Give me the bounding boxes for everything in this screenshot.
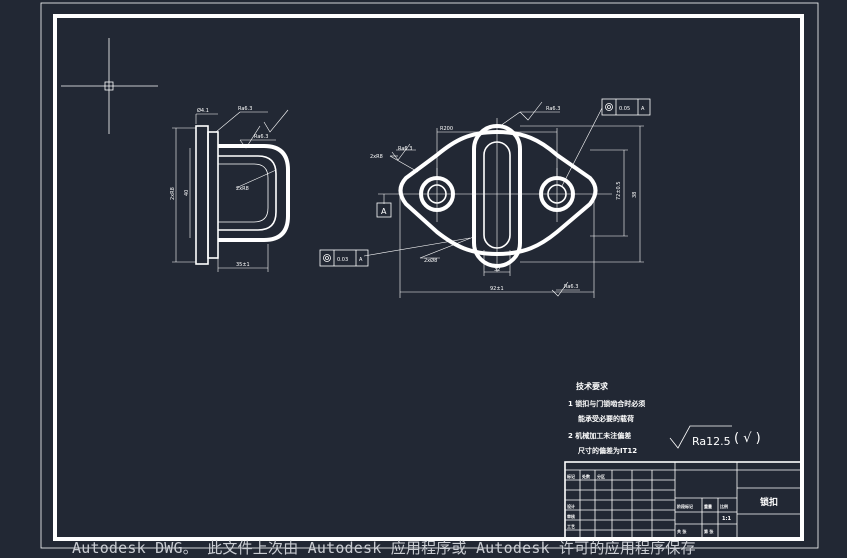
roughness-symbol-icon	[669, 425, 732, 449]
title-block	[564, 461, 803, 540]
tb-cell-0: 标记	[566, 473, 575, 479]
tech-req-title: 技术要求	[576, 381, 609, 391]
front-dim-top-width: R200	[440, 126, 453, 132]
fcf-left-datum: A	[359, 257, 363, 263]
fcf-top-value: 0.05	[619, 106, 630, 112]
tb-cell-3: 设计	[567, 503, 575, 509]
tech-req-line3: 2 机械加工未注偏差	[568, 431, 631, 440]
tech-req-line2: 能承受必要的载荷	[578, 414, 634, 423]
tb-cell-1: 处数	[581, 473, 590, 479]
front-view	[319, 98, 651, 298]
front-dim-left-r: 2xR8	[370, 154, 383, 160]
front-dim-right-outer: 38	[632, 192, 638, 198]
tech-req-line4: 尺寸的偏差为IT12	[577, 446, 637, 455]
autodesk-watermark: Autodesk DWG。 此文件上次由 Autodesk 应用程序或 Auto…	[72, 539, 696, 557]
fcf-left-value: 0.03	[337, 257, 348, 263]
left-ra-top: Ra6.3	[238, 106, 252, 112]
front-ra-left: Ra6.3	[398, 146, 412, 152]
tb-cell-7: 重量	[704, 503, 712, 509]
front-ra-top: Ra6.3	[546, 106, 560, 112]
sheet-inner-border	[53, 14, 804, 541]
tb-cell-8: 比例	[720, 503, 728, 509]
roughness-note-value: Ra12.5	[692, 435, 731, 448]
left-view	[172, 109, 290, 272]
left-dim-bottom: 35±1	[236, 262, 250, 268]
left-radius-label: 2xR8	[236, 186, 249, 192]
tb-cell-2: 分区	[597, 473, 605, 479]
tb-cell-10: 共 张	[677, 528, 687, 534]
tb-cell-9: 1:1	[722, 516, 731, 522]
tb-cell-4: 审核	[567, 513, 575, 519]
front-dim-hole: 2xØ8	[424, 257, 437, 264]
left-dim-vertical-inner: 40	[184, 190, 190, 196]
left-dim-vertical-outer: 2xR8	[170, 187, 176, 200]
fcf-top-datum: A	[641, 106, 645, 112]
left-dim-top: Ø4.1	[197, 107, 209, 114]
sheet-outer-border	[40, 2, 819, 549]
left-ra-mid: Ra6.3	[254, 134, 268, 140]
tech-req-line1: 1 锁扣与门锁啮合时必须	[568, 399, 645, 408]
roughness-note-paren: ( √ )	[734, 431, 761, 446]
tb-part-name: 锁扣	[760, 496, 778, 508]
front-dim-center: 32	[494, 267, 500, 273]
crosshair-cursor-icon	[61, 38, 158, 134]
tb-cell-5: 工艺	[567, 523, 575, 529]
front-dim-right-inner: 72±0.5	[616, 181, 622, 200]
tb-cell-11: 第 张	[704, 528, 714, 534]
front-dim-overall: 92±1	[490, 286, 504, 292]
datum-a-label: A	[381, 207, 387, 216]
front-ra-bottom: Ra6.3	[564, 284, 578, 290]
tb-cell-6: 阶段标记	[677, 503, 693, 509]
